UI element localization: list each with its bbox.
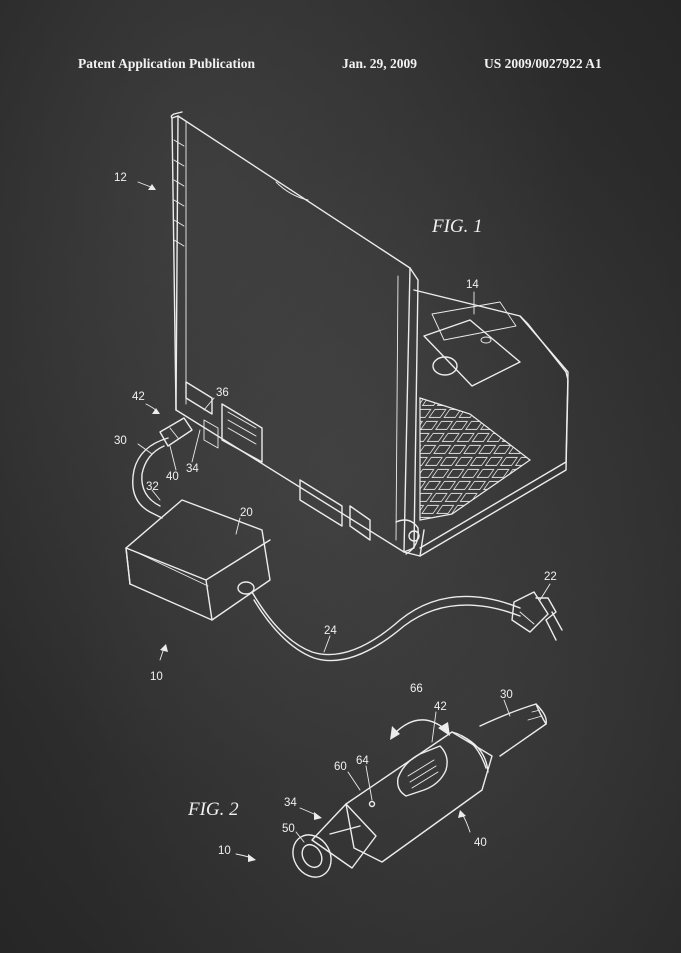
ref-10-detail: 10 — [218, 845, 231, 857]
header-publication-type: Patent Application Publication — [78, 56, 256, 71]
laptop-drawing — [170, 111, 569, 557]
ref-34: 34 — [186, 463, 199, 475]
ref-30-detail: 30 — [500, 689, 513, 701]
ref-64: 64 — [356, 755, 369, 767]
power-adapter — [125, 499, 271, 621]
header-publication-number: US 2009/0027922 A1 — [484, 56, 602, 71]
dc-cord — [132, 417, 193, 519]
ref-42: 42 — [132, 391, 145, 403]
reference-leaders — [137, 181, 551, 862]
ref-12: 12 — [114, 172, 127, 184]
ac-cord — [251, 591, 563, 662]
selector-switch — [396, 745, 448, 797]
ref-36: 36 — [216, 387, 229, 399]
laptop-rear-ports — [185, 381, 213, 415]
ref-42-detail: 42 — [434, 701, 447, 713]
laptop-base-outline — [413, 289, 569, 549]
ref-30: 30 — [114, 435, 127, 447]
laptop-touchpad — [423, 319, 521, 387]
header-date: Jan. 29, 2009 — [342, 56, 418, 71]
plug-detail-drawing — [292, 703, 547, 878]
ref-24: 24 — [324, 625, 337, 637]
laptop-lid-outline — [171, 115, 419, 553]
ref-66: 66 — [410, 683, 423, 695]
dc-plug — [159, 417, 193, 447]
ref-40-detail: 40 — [474, 837, 487, 849]
figure-2-title: FIG. 2 — [187, 799, 239, 820]
reference-numerals: 12 14 42 36 30 40 34 32 20 22 24 10 66 4… — [114, 172, 557, 857]
ref-34-detail: 34 — [284, 797, 297, 809]
ref-50: 50 — [282, 823, 295, 835]
ref-10: 10 — [150, 671, 163, 683]
ac-plug — [511, 591, 549, 633]
ref-14: 14 — [466, 279, 479, 291]
ref-40: 40 — [166, 471, 179, 483]
ref-60: 60 — [334, 761, 347, 773]
ref-32: 32 — [146, 481, 159, 493]
laptop-keyboard — [419, 397, 532, 521]
ref-22: 22 — [544, 571, 557, 583]
figure-1-title: FIG. 1 — [431, 216, 483, 237]
ref-20: 20 — [240, 507, 253, 519]
